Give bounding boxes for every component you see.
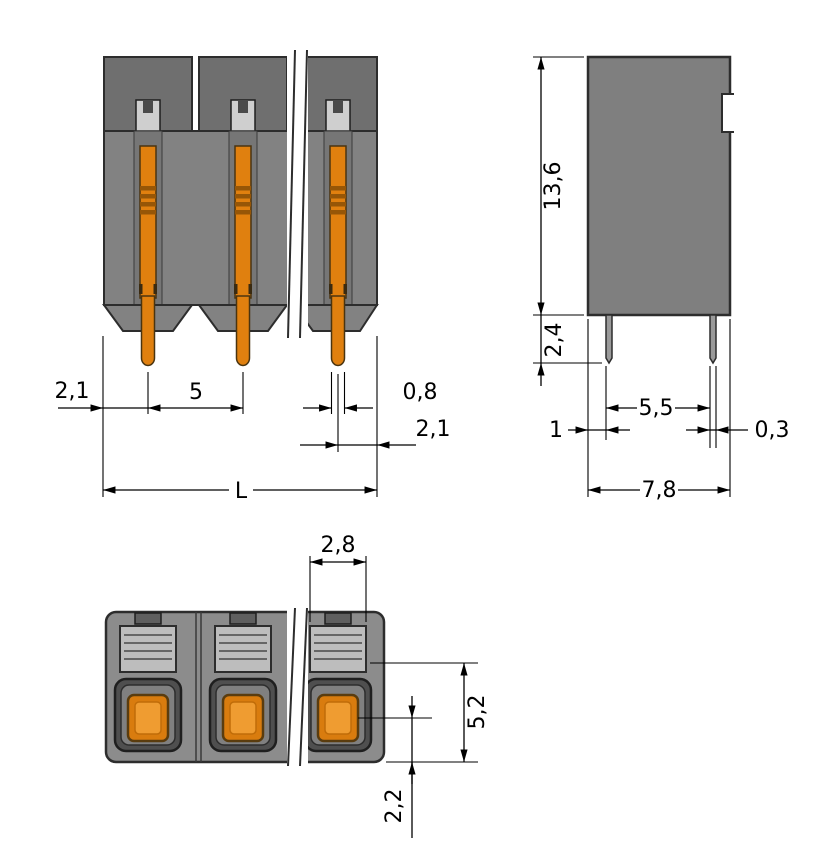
side-solder-pin-left [605,314,613,365]
dim-label-pin-offset: 2,2 [382,789,407,824]
front-dimensions: 2,1 5 0,8 2,1 L [55,336,451,504]
dim-label-right-margin: 2,1 [416,417,451,442]
dim-label-pitch: 5 [189,380,203,405]
side-housing-body [586,55,732,317]
dim-label-pin-width: 0,8 [403,380,438,405]
top-dimensions: 2,8 5,2 2,2 [309,533,490,838]
side-edge-notch [721,93,736,133]
dim-label-height: 13,6 [541,162,566,211]
dim-label-opening-depth: 5,2 [465,695,490,730]
dim-label-total-depth: 7,8 [642,478,677,503]
side-solder-pin-right [709,314,717,365]
front-solder-pin-1 [139,145,157,367]
top-module-2 [208,612,278,753]
side-dimensions: 13,6 2,4 1 5,5 0,3 7,8 [533,56,790,503]
side-view: 13,6 2,4 1 5,5 0,3 7,8 [533,55,790,503]
front-solder-pin-3 [329,145,347,367]
front-view: 2,1 5 0,8 2,1 L [55,48,451,504]
top-module-3 [303,612,373,753]
dim-label-edge-offset: 1 [549,418,563,443]
front-solder-pin-2 [234,145,252,367]
front-break [287,48,308,340]
dim-label-opening-width: 2,8 [321,533,356,558]
dim-label-total-length: L [235,479,248,504]
dim-label-pin-thickness: 0,3 [755,418,790,443]
top-module-1 [113,612,183,753]
dim-label-pin-length: 2,4 [542,323,567,358]
dim-label-pin-spacing: 5,5 [639,396,674,421]
dim-label-left-margin: 2,1 [55,379,90,404]
top-view: 2,8 5,2 2,2 [104,533,490,838]
top-break [287,606,308,768]
